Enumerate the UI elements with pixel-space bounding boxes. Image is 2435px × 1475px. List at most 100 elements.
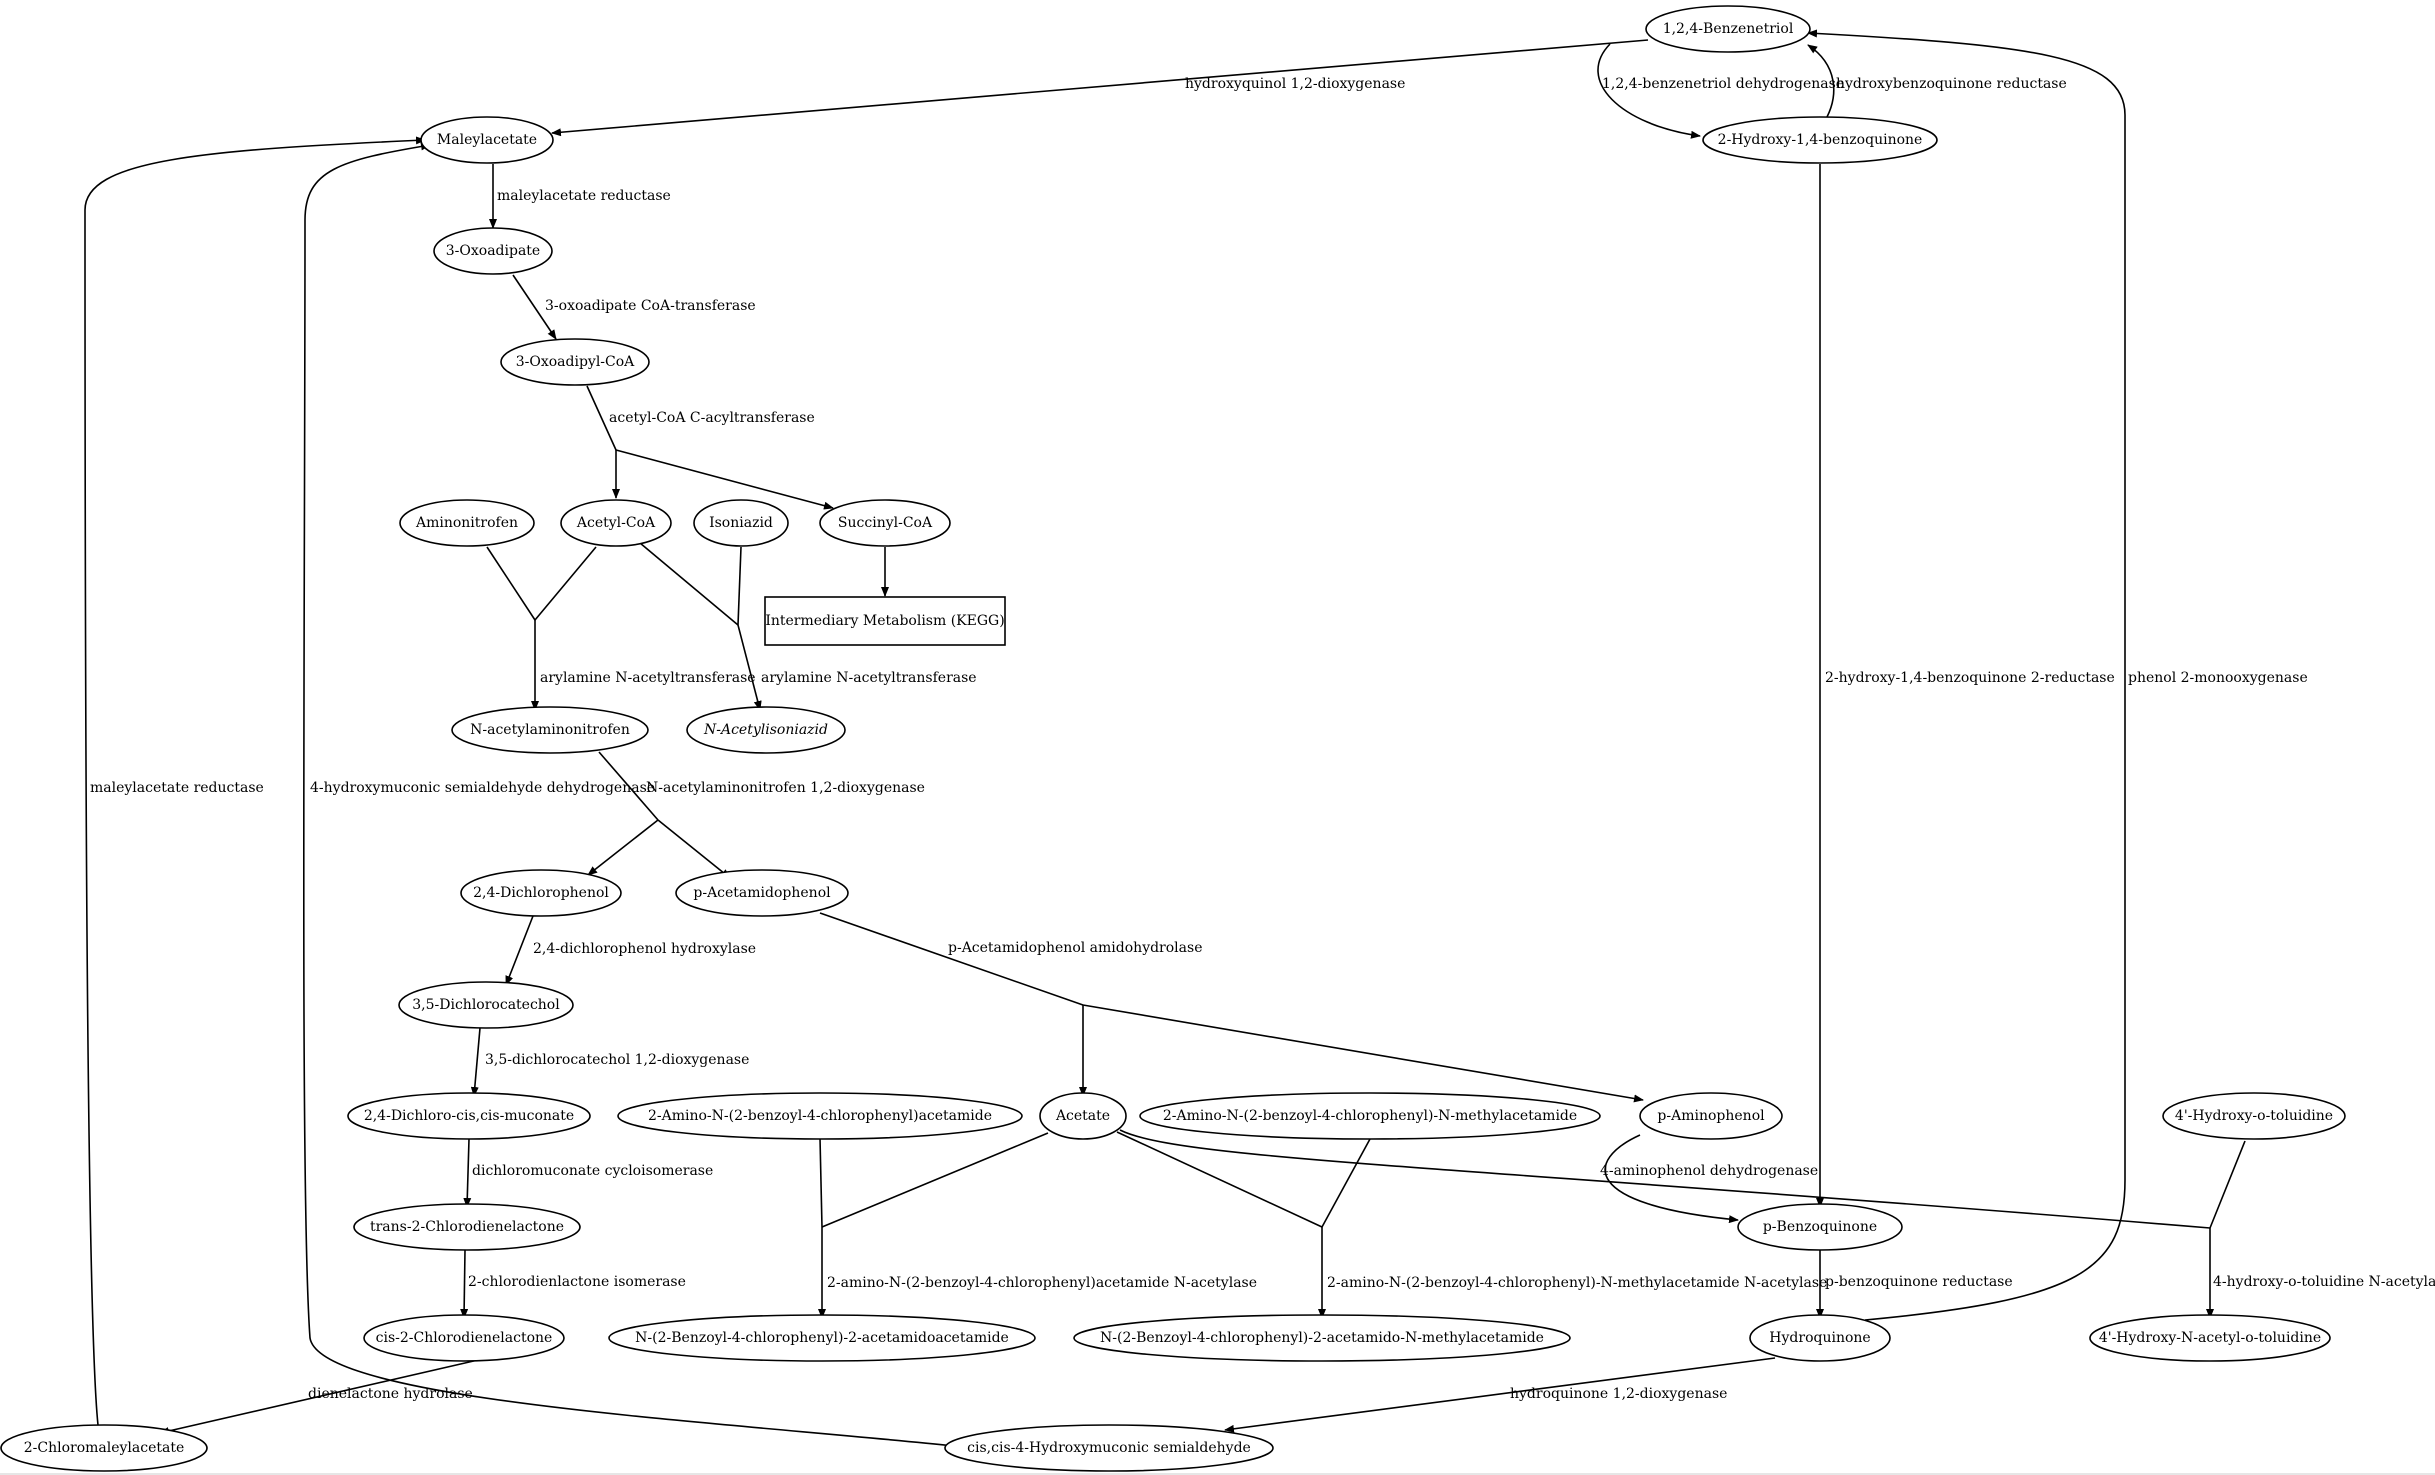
node-hydroquinone[interactable]: Hydroquinone: [1749, 1314, 1891, 1362]
edge-e25-in-acetate: [1119, 1129, 2211, 1229]
node-benzoyl-acetamidoacetamide[interactable]: N-(2-Benzoyl-4-chlorophenyl)-2-acetamido…: [608, 1314, 1036, 1362]
node-label: Isoniazid: [709, 515, 773, 531]
edge-label-e20: 4-aminophenol dehydrogenase: [1600, 1163, 1818, 1179]
node-acetate[interactable]: Acetate: [1039, 1092, 1127, 1140]
edge-label-e17: 4-hydroxymuconic semialdehyde dehydrogen…: [310, 780, 655, 796]
node-label: 2-Hydroxy-1,4-benzoquinone: [1718, 132, 1923, 148]
node-label: p-Acetamidophenol: [693, 885, 831, 901]
edge-label-e21: 2-hydroxy-1,4-benzoquinone 2-reductase: [1825, 670, 2115, 686]
node-label: Intermediary Metabolism (KEGG): [765, 613, 1004, 629]
node-label: N-(2-Benzoyl-4-chlorophenyl)-2-acetamido…: [1100, 1330, 1544, 1346]
edge-label-e6: acetyl-CoA C-acyltransferase: [609, 410, 815, 426]
node-label: Acetate: [1055, 1108, 1110, 1124]
node-dichlorophenol[interactable]: 2,4-Dichlorophenol: [460, 869, 622, 917]
edge-label-e24: hydroquinone 1,2-dioxygenase: [1510, 1386, 1727, 1402]
node-maleylacetate[interactable]: Maleylacetate: [420, 116, 554, 164]
node-hydroxymuconic-semialdehyde[interactable]: cis,cis-4-Hydroxymuconic semialdehyde: [944, 1424, 1274, 1472]
node-n-acetylaminonitrofen[interactable]: N-acetylaminonitrofen: [451, 706, 649, 754]
edge-label-e8: arylamine N-acetyltransferase: [761, 670, 977, 686]
node-label: Maleylacetate: [437, 132, 537, 148]
node-label: cis,cis-4-Hydroxymuconic semialdehyde: [967, 1440, 1251, 1456]
node-aminophenol[interactable]: p-Aminophenol: [1639, 1092, 1783, 1140]
edge-label-e12: 3,5-dichlorocatechol 1,2-dioxygenase: [485, 1052, 749, 1068]
edge-label-e25: 4-hydroxy-o-toluidine N-acetylase: [2213, 1274, 2435, 1290]
edge-label-e2: 1,2,4-benzenetriol dehydrogenase: [1602, 76, 1844, 92]
edge-label-e14: 2-chlorodienlactone isomerase: [468, 1274, 686, 1290]
edge-label-e18: 2-amino-N-(2-benzoyl-4-chlorophenyl)acet…: [827, 1275, 1257, 1291]
edge-e18-in-amide: [819, 1137, 823, 1228]
node-label: 2,4-Dichloro-cis,cis-muconate: [364, 1108, 574, 1124]
node-intermediary-metabolism[interactable]: Intermediary Metabolism (KEGG): [764, 596, 1006, 646]
edge-e3: [1807, 44, 1835, 118]
edge-label-e3: hydroxybenzoquinone reductase: [1836, 76, 2067, 92]
edge-e8-in-acetylcoa: [639, 542, 739, 626]
edge-e19-in-amide: [1321, 1138, 1371, 1228]
edge-e9-out-acetamidophenol: [657, 819, 731, 879]
node-hydroxybenzoquinone[interactable]: 2-Hydroxy-1,4-benzoquinone: [1702, 116, 1938, 164]
node-label: 4'-Hydroxy-o-toluidine: [2175, 1108, 2333, 1124]
node-succinyl-coa[interactable]: Succinyl-CoA: [819, 499, 951, 547]
edge-label-e4: maleylacetate reductase: [497, 188, 671, 204]
node-acetamidophenol[interactable]: p-Acetamidophenol: [675, 869, 849, 917]
edge-e11-in: [819, 912, 1084, 1006]
node-benzenetriol[interactable]: 1,2,4-Benzenetriol: [1645, 5, 1811, 53]
edge-e5: [512, 274, 557, 340]
node-dichloro-muconate[interactable]: 2,4-Dichloro-cis,cis-muconate: [347, 1092, 591, 1140]
edge-labels: hydroxyquinol 1,2-dioxygenase 1,2,4-benz…: [90, 76, 2435, 1402]
node-label: Acetyl-CoA: [576, 515, 656, 531]
node-hydroxy-n-acetyl-toluidine[interactable]: 4'-Hydroxy-N-acetyl-o-toluidine: [2089, 1314, 2331, 1362]
edge-e6-in: [586, 385, 617, 451]
node-acetyl-coa[interactable]: Acetyl-CoA: [560, 499, 672, 547]
edge-e10: [505, 915, 534, 986]
edge-label-e9: N-acetylaminonitrofen 1,2-dioxygenase: [646, 780, 925, 796]
node-label: N-(2-Benzoyl-4-chlorophenyl)-2-acetamido…: [635, 1330, 1009, 1346]
edge-e7-in-acetylcoa: [534, 546, 597, 621]
edge-e9-out-dichlorophenol: [587, 819, 659, 876]
node-isoniazid[interactable]: Isoniazid: [693, 499, 789, 547]
node-label: 3-Oxoadipate: [446, 243, 540, 259]
edge-e8-in-isoniazid: [737, 546, 742, 626]
edge-e15: [159, 1359, 479, 1435]
node-benzoyl-acetamido-methylacetamide[interactable]: N-(2-Benzoyl-4-chlorophenyl)-2-acetamido…: [1073, 1314, 1571, 1362]
node-oxoadipyl-coa[interactable]: 3-Oxoadipyl-CoA: [500, 338, 650, 386]
node-label: 2-Amino-N-(2-benzoyl-4-chlorophenyl)-N-m…: [1163, 1108, 1577, 1124]
node-label: N-Acetylisoniazid: [703, 722, 828, 738]
edge-label-e22: phenol 2-monooxygenase: [2128, 670, 2308, 686]
node-label: Aminonitrofen: [415, 515, 518, 531]
edge-e11-out-aminophenol: [1082, 1004, 1644, 1103]
node-aminonitrofen[interactable]: Aminonitrofen: [399, 499, 535, 547]
node-oxoadipate[interactable]: 3-Oxoadipate: [433, 227, 553, 275]
edge-label-e15: dienelactone hydrolase: [308, 1386, 473, 1402]
edge-e16: [84, 136, 426, 1426]
node-trans-chlorodienelactone[interactable]: trans-2-Chlorodienelactone: [353, 1203, 581, 1251]
node-cis-chlorodienelactone[interactable]: cis-2-Chlorodienelactone: [363, 1314, 565, 1362]
node-chloromaleylacetate[interactable]: 2-Chloromaleylacetate: [0, 1424, 208, 1472]
node-label: 2-Chloromaleylacetate: [24, 1440, 185, 1456]
edge-e20: [1604, 1134, 1739, 1224]
node-dichlorocatechol[interactable]: 3,5-Dichlorocatechol: [398, 981, 574, 1029]
node-label: Succinyl-CoA: [838, 515, 933, 531]
edge-label-e13: dichloromuconate cycloisomerase: [472, 1163, 713, 1179]
node-amino-benzoyl-methylacetamide[interactable]: 2-Amino-N-(2-benzoyl-4-chlorophenyl)-N-m…: [1139, 1092, 1601, 1140]
edge-label-e7: arylamine N-acetyltransferase: [540, 670, 756, 686]
node-label: cis-2-Chlorodienelactone: [376, 1330, 553, 1346]
node-label: N-acetylaminonitrofen: [470, 722, 630, 738]
edge-e24: [1224, 1357, 1776, 1433]
node-label: trans-2-Chlorodienelactone: [370, 1219, 564, 1235]
node-hydroxy-toluidine[interactable]: 4'-Hydroxy-o-toluidine: [2162, 1092, 2346, 1140]
edge-e1: [551, 39, 1649, 137]
edge-label-e19: 2-amino-N-(2-benzoyl-4-chlorophenyl)-N-m…: [1327, 1275, 1827, 1291]
edge-e25-in-toluidine: [2209, 1140, 2246, 1229]
edge-e17: [302, 142, 956, 1447]
edge-label-e5: 3-oxoadipate CoA-transferase: [545, 298, 756, 314]
edge-e6-out-succinylcoa: [615, 449, 834, 510]
node-amino-benzoyl-acetamide[interactable]: 2-Amino-N-(2-benzoyl-4-chlorophenyl)acet…: [617, 1092, 1023, 1140]
node-n-acetylisoniazid[interactable]: N-Acetylisoniazid: [686, 706, 846, 754]
edge-e7-in-aminonitrofen: [486, 546, 536, 621]
node-p-benzoquinone[interactable]: p-Benzoquinone: [1737, 1203, 1903, 1251]
edges: [84, 29, 2246, 1447]
edge-e22: [1807, 29, 2126, 1321]
node-label: 3-Oxoadipyl-CoA: [516, 354, 635, 370]
edge-e19-in-acetate: [1116, 1131, 1323, 1228]
